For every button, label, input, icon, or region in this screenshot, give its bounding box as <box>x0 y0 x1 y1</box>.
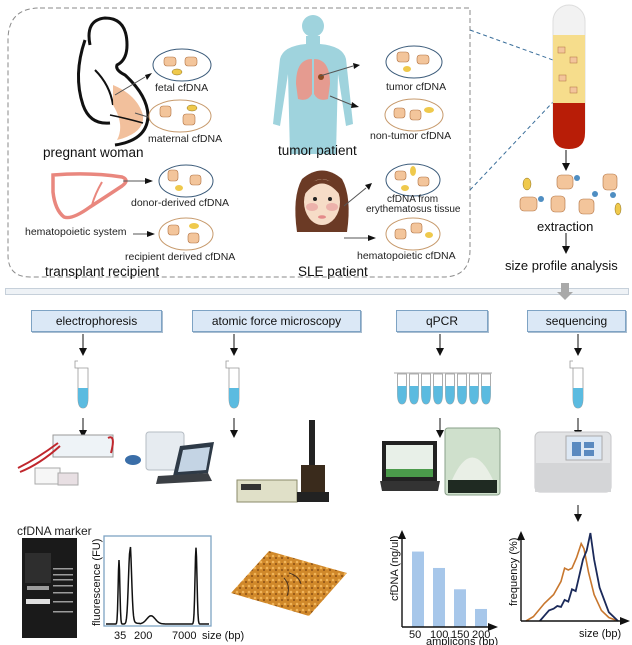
electropherogram-chart: fluorescence (FU) 35 200 7000 size (bp) <box>91 535 244 642</box>
recipient-cfdna-label: recipient derived cfDNA <box>125 251 236 263</box>
method-afm-box: atomic force microscopy <box>192 310 361 332</box>
sample-tube-icon <box>74 360 89 409</box>
bar-xlabel: amplicons (bp) <box>426 636 498 645</box>
bar-100 <box>433 567 445 627</box>
seq-y-arrow <box>517 531 525 540</box>
liver-icon <box>51 172 128 220</box>
ep-trace <box>106 546 209 625</box>
down-arrow-gray <box>557 283 573 300</box>
pcr-strip-tube-icon <box>481 373 491 405</box>
blood-tube-icon <box>552 4 586 149</box>
electrophoresis-instrument-icon <box>17 431 214 486</box>
arrow-to-seq-chart <box>574 505 582 522</box>
arrows-tumor <box>319 63 360 108</box>
pcr-strip-tube-icon <box>421 373 431 405</box>
seq-series-orange <box>525 541 619 622</box>
hematopoietic-system-label: hematopoietic system <box>25 226 127 238</box>
extracted-cfdna-icon <box>519 173 622 216</box>
seq-ylabel: frequency (%) <box>508 538 520 606</box>
fetal-cfdna-icon <box>152 48 212 82</box>
erythematosus-cfdna-icon <box>385 163 441 197</box>
sle-patient-label: SLE patient <box>298 264 368 279</box>
sle-patient-face-icon <box>295 170 349 232</box>
pregnant-woman-label: pregnant woman <box>43 145 144 160</box>
afm-surface-image <box>231 551 347 616</box>
afm-instrument-icon <box>236 420 329 503</box>
tumor-cfdna-icon <box>385 45 443 79</box>
ep-tick-7000: 7000 <box>172 630 196 642</box>
bar-x-arrow <box>488 623 498 631</box>
tumor-patient-body-icon <box>273 15 353 154</box>
qpcr-instrument-icon <box>380 427 501 496</box>
pcr-strip-tube-icon <box>433 373 443 405</box>
section-divider <box>5 288 629 295</box>
tumor-cfdna-label: tumor cfDNA <box>386 81 447 93</box>
gel-image <box>22 538 77 638</box>
seq-series-navy <box>539 532 619 622</box>
maternal-cfdna-label: maternal cfDNA <box>148 133 223 145</box>
recipient-cfdna-icon <box>158 217 214 251</box>
method-electrophoresis-box: electrophoresis <box>31 310 162 332</box>
bar-50 <box>412 551 424 627</box>
donor-cfdna-icon <box>158 164 214 198</box>
arrows-transplant <box>123 178 155 237</box>
transplant-recipient-label: transplant recipient <box>45 264 160 279</box>
bar-tick-150: 150 <box>451 629 469 641</box>
maternal-cfdna-icon <box>148 99 212 133</box>
non-tumor-cfdna-label: non-tumor cfDNA <box>370 130 452 142</box>
hematopoietic-cfdna-label: hematopoietic cfDNA <box>357 250 456 262</box>
bar-tick-50: 50 <box>409 629 421 641</box>
ep-plot-frame <box>103 535 212 627</box>
seq-xlabel: size (bp) <box>579 628 621 640</box>
ep-tick-200: 200 <box>134 630 152 642</box>
extraction-label: extraction <box>537 219 594 234</box>
sequencer-instrument-icon <box>534 431 612 493</box>
tumor-patient-label: tumor patient <box>278 143 357 158</box>
method-qpcr-box: qPCR <box>396 310 488 332</box>
ep-tick-35: 35 <box>114 630 126 642</box>
arrow-to-extraction <box>562 150 570 171</box>
size-profile-analysis-label: size profile analysis <box>505 258 618 273</box>
bar-tick-100: 100 <box>430 629 448 641</box>
ep-ylabel: fluorescence (FU) <box>91 539 103 626</box>
bar-150 <box>454 589 466 627</box>
bar-200 <box>475 608 487 627</box>
sample-tube-icon <box>569 360 584 409</box>
bar-tick-200: 200 <box>472 629 490 641</box>
donor-cfdna-label: donor-derived cfDNA <box>131 197 230 209</box>
hematopoietic-cfdna-icon <box>385 217 441 251</box>
arrow-to-size-analysis <box>562 233 570 254</box>
pcr-strip-tube-icon <box>469 373 479 405</box>
pcr-strip-tube-icon <box>445 373 455 405</box>
sequencing-size-chart: frequency (%) size (bp) <box>508 531 630 640</box>
method-sequencing-box: sequencing <box>527 310 626 332</box>
bar-ylabel: cfDNA (ng/ul) <box>389 536 401 601</box>
pcr-strip-tube-icon <box>397 373 407 405</box>
erythematosus-cfdna-label-1: cfDNA from <box>387 194 439 205</box>
pcr-strip-tube-icon <box>457 373 467 405</box>
ep-xlabel: size (bp) <box>202 630 244 642</box>
seq-x-arrow <box>620 617 630 625</box>
fetal-cfdna-label: fetal cfDNA <box>155 82 209 94</box>
erythematosus-cfdna-label-2: erythematosus tissue <box>366 204 461 215</box>
bar-y-arrow <box>398 530 406 539</box>
sources-panel-border <box>7 7 554 278</box>
gel-label: cfDNA marker <box>17 524 92 538</box>
pcr-strip-tube-icon <box>409 373 419 405</box>
sample-tube-icon <box>225 360 240 409</box>
method-tubes-and-arrows <box>74 334 584 438</box>
arrows-sle <box>343 183 376 241</box>
non-tumor-cfdna-icon <box>384 98 444 132</box>
